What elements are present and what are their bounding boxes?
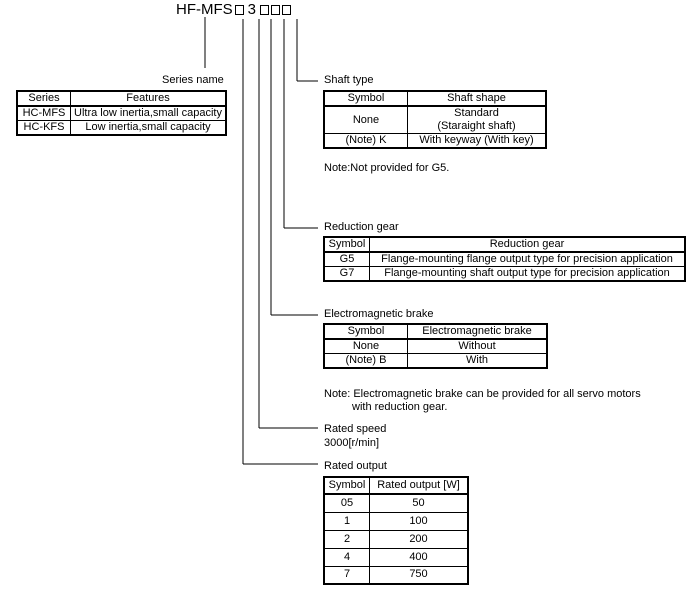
table-cell: 1 [323, 511, 370, 531]
table-cell: 2 [323, 529, 370, 549]
table-cell: HC-MFS [16, 105, 71, 121]
table-cell: 100 [369, 511, 469, 531]
table-cell: (Note) B [323, 353, 408, 369]
shaft-type-label: Shaft type [324, 74, 374, 86]
table-cell: Low inertia,small capacity [70, 120, 227, 136]
table-row: 1 100 [323, 511, 469, 531]
table-cell: None [323, 105, 408, 134]
header-cell: Series [16, 90, 71, 107]
rated-output-label: Rated output [324, 460, 387, 472]
shaft-note: Note:Not provided for G5. [324, 162, 450, 174]
table-row: 7 750 [323, 565, 469, 585]
table-row: (Note) K With keyway (With key) [323, 133, 547, 149]
series-name-label: Series name [162, 74, 224, 86]
model-prefix: HF-MFS [176, 1, 233, 18]
shaft-shape-line1: Standard [454, 107, 499, 119]
table-row: G7 Flange-mounting shaft output type for… [323, 266, 686, 282]
table-cell: 200 [369, 529, 469, 549]
brake-table: Symbol Electromagnetic brake None Withou… [323, 323, 548, 369]
reduction-table: Symbol Reduction gear G5 Flange-mounting… [323, 236, 686, 282]
table-cell: With [407, 353, 548, 369]
output-placeholder-box [260, 5, 269, 15]
table-row: 4 400 [323, 547, 469, 567]
table-cell: Standard (Staraight shaft) [407, 105, 547, 134]
table-cell: 4 [323, 547, 370, 567]
rated-speed-label: Rated speed [324, 423, 387, 435]
table-cell: G7 [323, 266, 370, 282]
header-cell: Symbol [323, 236, 370, 253]
speed-placeholder-box [271, 5, 280, 15]
shaft-shape-line2: (Staraight shaft) [437, 120, 516, 132]
table-cell: HC-KFS [16, 120, 71, 136]
table-row: HC-MFS Ultra low inertia,small capacity [16, 105, 227, 121]
header-cell: Electromagnetic brake [407, 323, 548, 340]
table-header: Series Features [16, 90, 227, 107]
table-row: None Without [323, 338, 548, 354]
table-row: HC-KFS Low inertia,small capacity [16, 120, 227, 136]
reduction-gear-label: Reduction gear [324, 221, 399, 233]
table-cell: (Note) K [323, 133, 408, 149]
model-digit: 3 [247, 1, 256, 18]
table-row: 2 200 [323, 529, 469, 549]
table-cell: 50 [369, 493, 469, 513]
table-row: G5 Flange-mounting flange output type fo… [323, 251, 686, 267]
table-header: Symbol Electromagnetic brake [323, 323, 548, 340]
table-cell: None [323, 338, 408, 354]
shaft-table: Symbol Shaft shape None Standard (Starai… [323, 90, 547, 149]
series-placeholder-box [234, 5, 244, 15]
header-cell: Rated output [W] [369, 476, 469, 495]
header-cell: Reduction gear [369, 236, 686, 253]
brake-label: Electromagnetic brake [324, 308, 434, 320]
table-cell: Flange-mounting flange output type for p… [369, 251, 686, 267]
model-code: HF-MFS 3 [176, 1, 291, 19]
table-cell: Flange-mounting shaft output type for pr… [369, 266, 686, 282]
header-cell: Symbol [323, 90, 408, 107]
table-header: Symbol Rated output [W] [323, 476, 469, 495]
table-cell: G5 [323, 251, 370, 267]
output-table: Symbol Rated output [W] 05 50 1 100 2 20… [323, 476, 469, 585]
table-cell: With keyway (With key) [407, 133, 547, 149]
header-cell: Features [70, 90, 227, 107]
table-header: Symbol Reduction gear [323, 236, 686, 253]
table-row: (Note) B With [323, 353, 548, 369]
brake-note-line1: Note: Electromagnetic brake can be provi… [324, 388, 641, 400]
table-header: Symbol Shaft shape [323, 90, 547, 107]
header-cell: Symbol [323, 476, 370, 495]
table-cell: 7 [323, 565, 370, 585]
series-table: Series Features HC-MFS Ultra low inertia… [16, 90, 227, 136]
table-row: None Standard (Staraight shaft) [323, 105, 547, 134]
header-cell: Shaft shape [407, 90, 547, 107]
table-cell: Ultra low inertia,small capacity [70, 105, 227, 121]
table-cell: Without [407, 338, 548, 354]
header-cell: Symbol [323, 323, 408, 340]
brake-placeholder-box [282, 5, 291, 15]
table-cell: 05 [323, 493, 370, 513]
table-row: 05 50 [323, 493, 469, 513]
rated-speed-value: 3000[r/min] [324, 437, 380, 449]
table-cell: 750 [369, 565, 469, 585]
table-cell: 400 [369, 547, 469, 567]
brake-note-line2: with reduction gear. [352, 401, 448, 413]
